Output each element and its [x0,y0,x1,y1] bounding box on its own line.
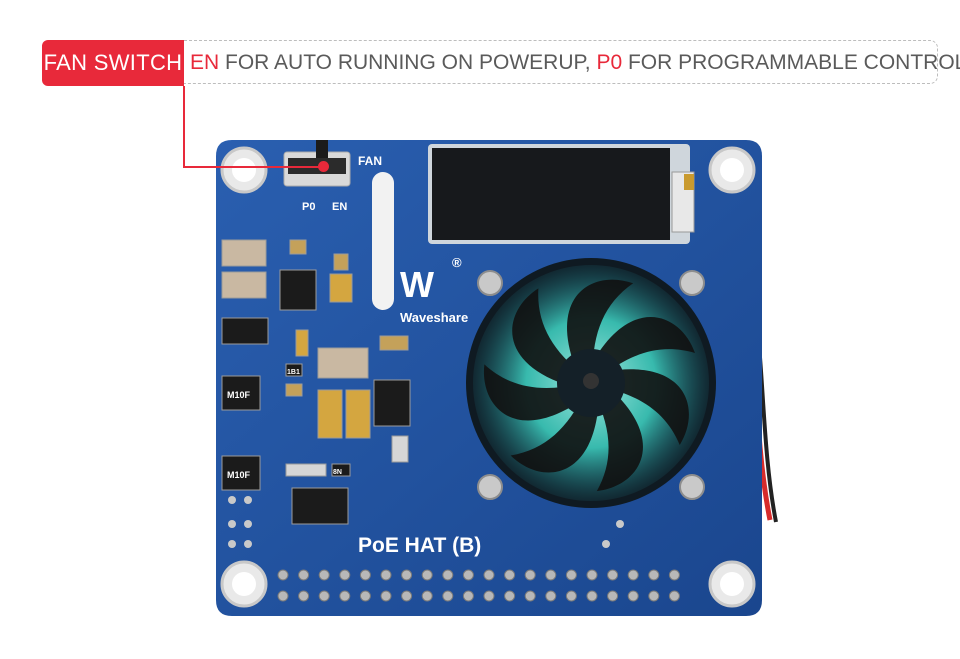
pads [228,496,624,548]
fan-screws [477,270,705,500]
gpio-pin [401,569,413,581]
registered-mark: ® [452,255,462,270]
gpio-pin [607,590,619,602]
logo-mark: W [400,264,434,305]
gpio-pin [524,569,536,581]
gpio-pin [318,590,330,602]
gpio-pin [627,569,639,581]
gpio-pin [380,590,392,602]
gpio-pin [668,590,680,602]
switch-label-fan: FAN [358,154,382,168]
chip-label-3: 1B1 [287,369,300,376]
gpio-pin [359,590,371,602]
callout-description: EN FOR AUTO RUNNING ON POWERUP, P0 FOR P… [184,40,960,84]
chip-label-4: 8N [333,469,342,476]
callout-leader-dot [318,161,329,172]
gpio-pin [627,590,639,602]
callout-tag: FAN SWITCH [42,40,184,86]
gpio-pin [462,569,474,581]
fan [466,258,716,508]
gpio-pin [401,590,413,602]
gpio-pin [339,569,351,581]
gpio-header [277,569,680,602]
gpio-pin [298,569,310,581]
brand-name: Waveshare [400,310,468,325]
callout-text-1: FOR AUTO RUNNING ON POWERUP, [219,51,597,74]
fan-switch-callout: FAN SWITCH EN FOR AUTO RUNNING ON POWERU… [42,40,960,86]
chip-label-1: M10F [227,390,251,400]
gpio-pin [442,569,454,581]
gpio-pin [421,569,433,581]
gpio-pin [545,569,557,581]
gpio-pin [339,590,351,602]
gpio-pin [668,569,680,581]
callout-en: EN [190,51,220,74]
gpio-pin [483,590,495,602]
switch-label-en: EN [332,201,347,213]
callout-leader-line-horizontal [183,166,323,168]
gpio-pin [421,590,433,602]
gpio-pin [607,569,619,581]
gpio-pin [380,569,392,581]
gpio-pin [586,569,598,581]
gpio-pin [565,569,577,581]
gpio-pin [648,569,660,581]
gpio-pin [359,569,371,581]
gpio-pin [462,590,474,602]
gpio-pin [565,590,577,602]
components [221,239,411,525]
gpio-pin [277,569,289,581]
gpio-pin [318,569,330,581]
gpio-pin [524,590,536,602]
gpio-pin [545,590,557,602]
gpio-pin [277,590,289,602]
gpio-pin [483,569,495,581]
callout-text-2: FOR PROGRAMMABLE CONTROL [622,51,960,74]
gpio-pin [586,590,598,602]
product-name: PoE HAT (B) [358,534,481,557]
callout-leader-line [183,86,185,168]
gpio-pin [442,590,454,602]
gpio-pin [648,590,660,602]
gpio-pin [504,590,516,602]
switch-label-p0: P0 [302,201,315,213]
oled-display [428,144,695,244]
chip-label-2: M10F [227,470,251,480]
mounting-holes [220,146,756,608]
gpio-pin [298,590,310,602]
gpio-pin [504,569,516,581]
callout-p0: P0 [596,51,623,74]
